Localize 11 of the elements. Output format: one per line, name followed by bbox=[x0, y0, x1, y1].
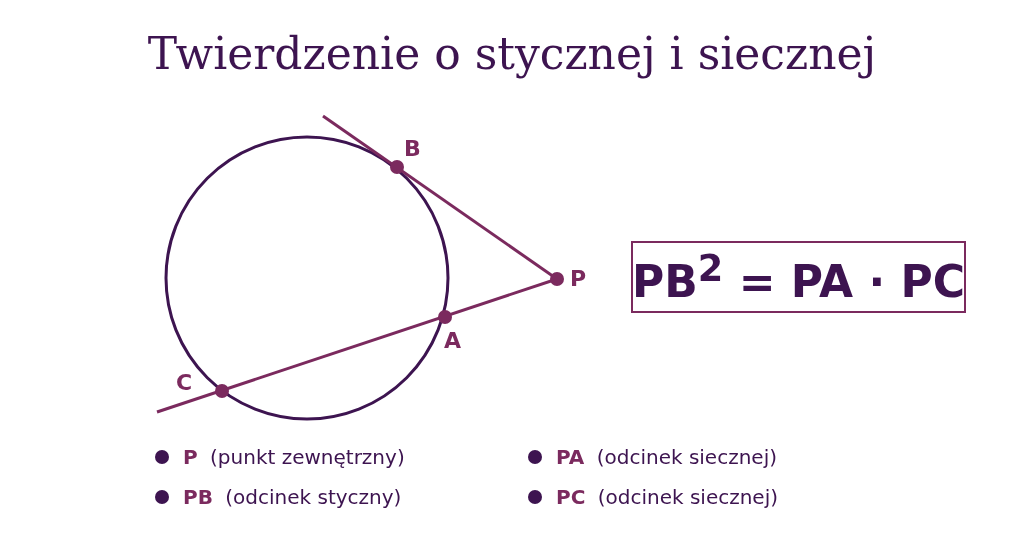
point-label: P bbox=[570, 266, 587, 291]
point-label: B bbox=[404, 136, 421, 161]
title: Twierdzenie o stycznej i siecznej bbox=[146, 28, 878, 79]
legend-text: PA (odcinek siecznej) bbox=[556, 445, 777, 469]
legend-text: P (punkt zewnętrzny) bbox=[183, 445, 405, 469]
point-label: A bbox=[444, 328, 462, 353]
point-label: C bbox=[176, 370, 193, 395]
legend-text: PC (odcinek siecznej) bbox=[556, 485, 779, 509]
formula-box bbox=[631, 241, 966, 313]
legend-text: PB (odcinek styczny) bbox=[183, 485, 402, 509]
formula: PB$^{2}$ = PA · PC bbox=[632, 247, 965, 307]
